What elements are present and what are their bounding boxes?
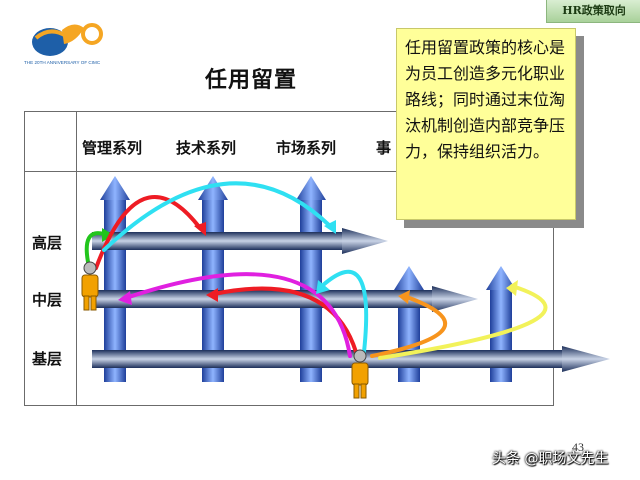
- column-header-affairs: 事: [376, 139, 392, 157]
- transfer-arrow-cyan-2-head: [316, 280, 330, 294]
- promotion-arrow-green-head: [102, 228, 114, 242]
- row-label-senior: 高层: [32, 234, 63, 252]
- transfer-arrow-yellow: [378, 284, 548, 360]
- source-watermark: 头条 @职场文先生: [492, 451, 609, 467]
- horizontal-track-senior: [92, 228, 388, 254]
- row-label-base: 基层: [32, 350, 63, 368]
- row-label-middle: 中层: [32, 291, 63, 309]
- page-title: 任用留置: [205, 68, 298, 93]
- transfer-arrow-orange: [370, 294, 448, 358]
- column-header-technical: 技术系列: [176, 139, 237, 157]
- page-number: 43: [572, 440, 584, 454]
- column-header-marketing: 市场系列: [276, 139, 337, 157]
- transfer-arrow-cyan-2: [320, 269, 369, 354]
- horizontal-track-base: [92, 346, 610, 372]
- frame-divider-vertical: [76, 111, 77, 406]
- transfer-arrow-cyan-1-head: [324, 220, 336, 234]
- transfer-arrow-red-1: [94, 195, 202, 270]
- anniversary-logo: THE 20TH ANNIVERSARY OF CIMC: [24, 23, 103, 65]
- transfer-arrow-cyan-1: [102, 181, 332, 252]
- transfer-arrow-red-1-head: [194, 222, 206, 236]
- policy-note: 任用留置政策的核心是为员工创造多元化职业路线；同时通过末位淘汰机制创造内部竞争压…: [396, 28, 576, 220]
- logo-caption: THE 20TH ANNIVERSARY OF CIMC: [24, 60, 101, 65]
- promotion-arrow-green: [84, 231, 106, 264]
- transfer-arrow-magenta: [124, 272, 352, 358]
- frame-divider-horizontal: [24, 171, 554, 172]
- transfer-arrow-orange-head: [398, 290, 410, 304]
- employee-figure-base-icon: [351, 349, 369, 399]
- section-tag: HR政策取向: [546, 0, 640, 23]
- horizontal-track-middle: [92, 286, 478, 312]
- transfer-arrow-magenta-head: [118, 291, 132, 305]
- employee-figure-middle-icon: [81, 261, 99, 311]
- diagram-frame: [24, 111, 554, 406]
- column-header-management: 管理系列: [82, 139, 143, 157]
- transfer-arrow-red-2-head: [206, 288, 218, 302]
- transfer-arrow-yellow-head: [506, 280, 518, 296]
- transfer-arrow-red-2: [212, 286, 358, 354]
